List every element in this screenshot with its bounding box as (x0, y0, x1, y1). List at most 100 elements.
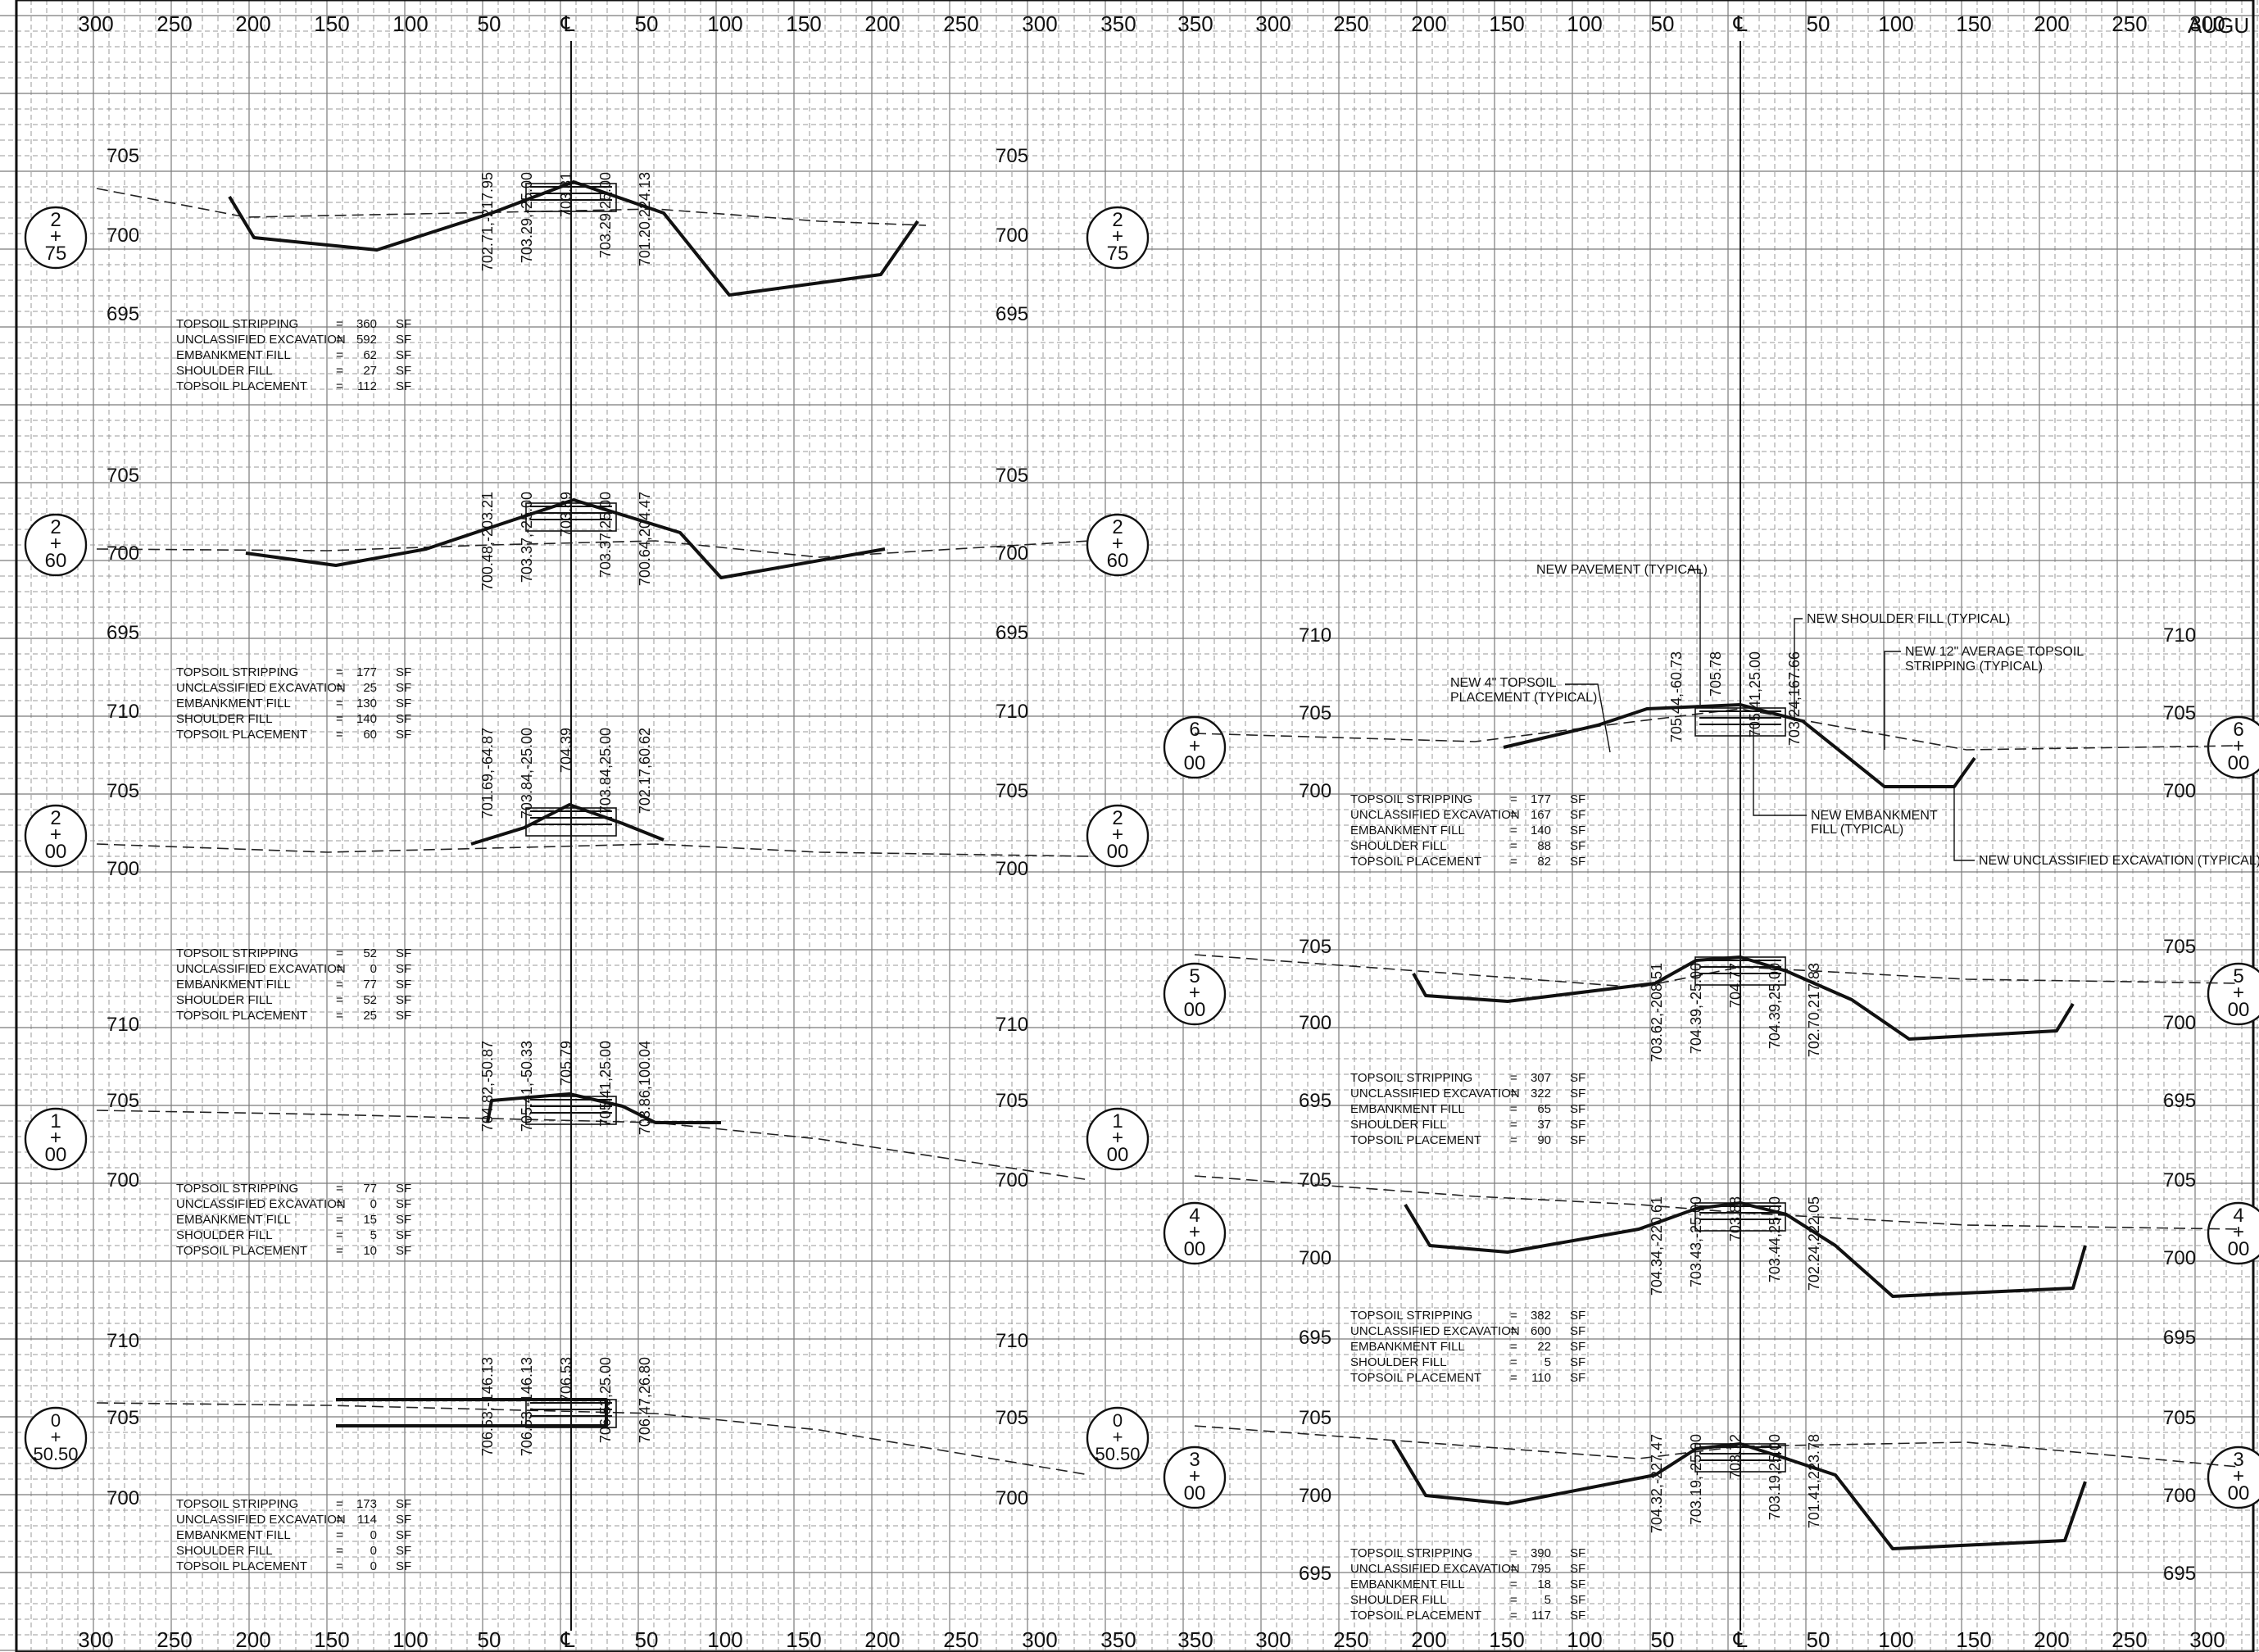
offset-label-bottom: ℄ (1733, 1627, 1748, 1652)
station-number: 1 (50, 1110, 61, 1132)
offset-label-top: 200 (1411, 11, 1446, 36)
quantity-row-value: 37 (1537, 1118, 1551, 1132)
quantity-row-unit: SF (1570, 1371, 1585, 1385)
station-offset: 00 (1184, 1482, 1206, 1504)
station-elevation-annotation: 703.81 (558, 172, 574, 217)
elevation-label: 695 (996, 622, 1028, 644)
quantity-row-value: 60 (363, 728, 377, 742)
station-bubble: 1+00 (24, 1107, 88, 1171)
quantity-row-unit: SF (1570, 855, 1585, 869)
elevation-label: 705 (1299, 1407, 1331, 1429)
quantity-row-equals: = (336, 333, 343, 347)
offset-label-top: 200 (2034, 11, 2069, 36)
quantity-row-label: SHOULDER FILL (1350, 1593, 1447, 1607)
station-elevation-annotation: 705.79 (558, 1041, 574, 1086)
offset-label-top: 250 (156, 11, 192, 36)
callout-new-shoulder-fill: NEW SHOULDER FILL (TYPICAL) (1807, 612, 2010, 626)
station-offset: 00 (1184, 752, 1206, 774)
elevation-label: 705 (1299, 936, 1331, 958)
quantity-row-equals: = (336, 1009, 343, 1023)
quantity-row-value: 5 (1545, 1355, 1551, 1369)
station-plus: + (2233, 1465, 2244, 1487)
station-elevation-annotation: 702.17,60.62 (637, 728, 653, 814)
offset-label-bottom: 150 (786, 1627, 821, 1652)
station-offset: 00 (1184, 1238, 1206, 1260)
quantity-row-label: EMBANKMENT FILL (176, 348, 291, 362)
elevation-label: 695 (1299, 1563, 1331, 1585)
quantity-row-equals: = (336, 1559, 343, 1573)
quantity-row-value: 18 (1537, 1577, 1551, 1591)
quantity-row-equals: = (336, 348, 343, 362)
station-bubble-circle (1163, 715, 1227, 779)
station-elevation-annotation: 700.64,204.47 (637, 492, 653, 586)
offset-label-top: 300 (1022, 11, 1057, 36)
existing-ground-line (96, 843, 1091, 857)
quantity-row-unit: SF (396, 364, 411, 378)
quantity-row-unit: SF (396, 946, 411, 960)
station-elevation-annotation: 703.19,25.00 (1767, 1434, 1783, 1520)
station-elevation-annotation: 703.29,-25.00 (519, 172, 535, 263)
quantity-row-equals: = (336, 712, 343, 726)
existing-ground-line (96, 188, 927, 226)
offset-label-top: 250 (943, 11, 978, 36)
station-offset: 00 (2228, 1482, 2250, 1504)
station-elevation-annotation: 701.69,-64.87 (479, 728, 496, 819)
offset-label-bottom: 250 (156, 1627, 192, 1652)
quantity-row-value: 167 (1531, 808, 1551, 822)
quantity-row-equals: = (1510, 1371, 1517, 1385)
station-bubble: 1+00 (1086, 1107, 1150, 1171)
quantity-row-unit: SF (1570, 1133, 1585, 1147)
quantity-row-value: 177 (1531, 792, 1551, 806)
elevation-label: 695 (107, 303, 139, 325)
offset-label-bottom: 300 (1022, 1627, 1057, 1652)
station-plus: + (1189, 735, 1200, 757)
elevation-label: 705 (996, 145, 1028, 167)
elevation-label: 700 (996, 1169, 1028, 1191)
existing-ground-line (1194, 1425, 2239, 1468)
quantity-row-value: 5 (1545, 1593, 1551, 1607)
elevation-label: 700 (996, 858, 1028, 880)
station-offset: 00 (1107, 1144, 1129, 1166)
offset-label-top: 150 (786, 11, 821, 36)
offset-label-bottom: 50 (1651, 1627, 1675, 1652)
elevation-label: 695 (2163, 1563, 2196, 1585)
quantity-row-label: UNCLASSIFIED EXCAVATION (1350, 1562, 1520, 1576)
quantity-row-unit: SF (1570, 808, 1585, 822)
offset-label-top: 100 (392, 11, 428, 36)
station-bubble: 6+00 (2207, 715, 2259, 779)
elevation-label: 705 (996, 465, 1028, 487)
quantity-row-unit: SF (396, 379, 411, 393)
quantity-row-label: SHOULDER FILL (1350, 1355, 1447, 1369)
elevation-label: 705 (2163, 936, 2196, 958)
station-elevation-annotation: 704.39,-25.00 (1688, 963, 1704, 1054)
quantity-row-label: TOPSOIL STRIPPING (1350, 1546, 1472, 1560)
elevation-label: 695 (996, 303, 1028, 325)
quantity-row-equals: = (336, 364, 343, 378)
station-plus: + (1113, 1427, 1123, 1447)
quantity-row-value: 25 (363, 681, 377, 695)
quantity-row-unit: SF (1570, 1609, 1585, 1622)
quantity-row-equals: = (1510, 1118, 1517, 1132)
quantity-row-value: 110 (1531, 1371, 1551, 1385)
offset-label-top: 250 (1333, 11, 1368, 36)
proposed-template-line (1503, 703, 1976, 788)
quantity-row-value: 390 (1531, 1546, 1551, 1560)
station-elevation-annotation: 704.39 (558, 728, 574, 773)
quantity-row-equals: = (336, 681, 343, 695)
existing-ground-line (96, 1402, 1091, 1476)
quantity-row-unit: SF (396, 1197, 411, 1211)
callout-leader (1953, 787, 1975, 861)
station-offset: 50.50 (1095, 1444, 1140, 1464)
quantity-row-label: UNCLASSIFIED EXCAVATION (1350, 1324, 1520, 1338)
station-bubble-circle (1086, 804, 1150, 868)
quantity-row-label: UNCLASSIFIED EXCAVATION (176, 962, 346, 976)
elevation-label: 710 (996, 1014, 1028, 1036)
station-number: 2 (50, 209, 61, 231)
station-bubble: 3+00 (2207, 1446, 2259, 1509)
station-bubble: 0+50.50 (24, 1406, 88, 1470)
